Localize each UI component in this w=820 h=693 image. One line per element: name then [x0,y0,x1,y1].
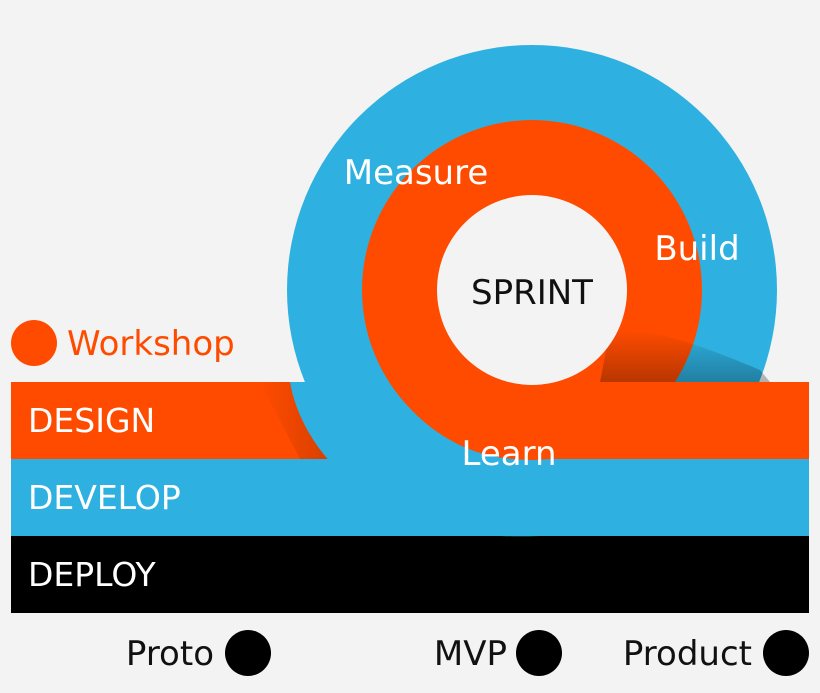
workshop-dot-icon [11,320,57,366]
develop-label: DEVELOP [28,478,181,517]
product-label: Product [623,634,752,674]
proto-dot-icon [225,630,271,676]
product-dot-icon [763,630,809,676]
design-band-right [600,382,809,459]
cycle-lower-arc [290,382,809,537]
deploy-band [11,536,809,613]
mvp-label: MVP [434,634,507,674]
workshop-label: Workshop [67,324,235,364]
sprint-label: SPRINT [471,273,593,313]
measure-label: Measure [344,153,489,193]
ring-shadow [600,330,770,382]
proto-label: Proto [126,634,214,674]
deploy-label: DEPLOY [28,555,157,594]
build-label: Build [654,229,739,269]
design-label: DESIGN [28,401,155,440]
learn-label: Learn [461,434,556,474]
mvp-dot-icon [516,630,562,676]
sprint-center-circle [437,195,627,385]
